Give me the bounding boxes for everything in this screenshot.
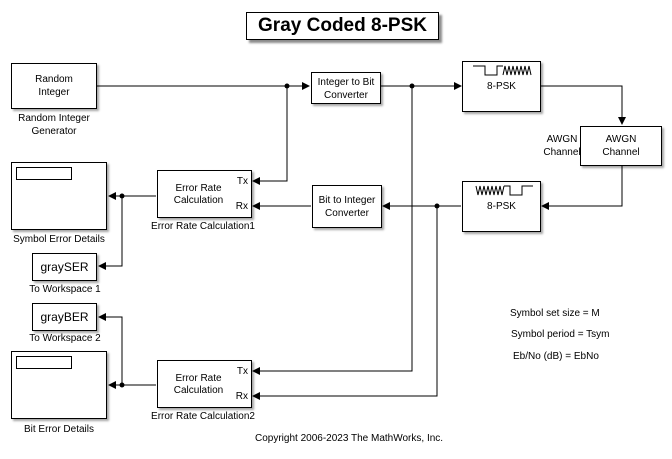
block-text-line: Random <box>35 74 73 85</box>
awgn-label: AWGN Channel <box>534 133 590 159</box>
branch-point <box>284 83 290 89</box>
to-workspace-1-block[interactable]: graySER <box>32 253 97 281</box>
branch-point <box>409 83 415 89</box>
block-text: 8-PSK <box>487 81 516 92</box>
integer-to-bit-converter-block[interactable]: Integer to Bit Converter <box>311 72 381 104</box>
label-line: Generator <box>31 126 77 137</box>
awgn-channel-block[interactable]: AWGN Channel <box>580 126 662 166</box>
block-text-line: Calculation <box>173 385 224 396</box>
random-integer-block[interactable]: Random Integer <box>11 63 97 109</box>
block-text-line: Channel <box>602 147 640 158</box>
branch-point <box>434 203 440 209</box>
to-workspace-2-block[interactable]: grayBER <box>32 303 97 331</box>
bit-error-details-label: Bit Error Details <box>23 424 94 435</box>
error-rate-calculation-2-block[interactable]: Error Rate Calculation Tx Rx <box>157 360 252 408</box>
symbol-error-details-label: Symbol Error Details <box>13 234 105 245</box>
diagram-title: Gray Coded 8-PSK <box>246 12 439 40</box>
branch-point <box>119 382 125 388</box>
block-text-line: Calculation <box>173 195 224 206</box>
label-line: Channel <box>543 147 581 158</box>
psk-modulator-block[interactable]: 8-PSK <box>462 61 541 112</box>
display-readout <box>16 356 72 369</box>
note-ebno: Eb/No (dB) = EbNo <box>513 351 599 362</box>
block-text-line: Integer to Bit <box>317 77 375 88</box>
block-text-line: Integer <box>38 87 70 98</box>
demodulator-waveform-icon <box>475 185 533 196</box>
bit-to-integer-converter-block[interactable]: Bit to Integer Converter <box>312 185 382 228</box>
block-text-line: Converter <box>324 90 368 101</box>
note-symbol-period: Symbol period = Tsym <box>511 329 610 340</box>
block-text-line: Converter <box>325 208 369 219</box>
variable-name: graySER <box>40 260 89 274</box>
line-branch-to-err2-rx <box>252 206 438 400</box>
rx-port-label: Rx <box>235 201 248 212</box>
tx-port-label: Tx <box>236 366 248 377</box>
label-line: AWGN <box>546 134 578 145</box>
line-awgn-to-demod <box>541 166 623 210</box>
label-line: Random Integer <box>18 113 90 124</box>
rx-port-label: Rx <box>235 391 248 402</box>
to-workspace-2-label: To Workspace 2 <box>29 333 101 344</box>
display-readout <box>16 167 72 180</box>
block-text: 8-PSK <box>487 201 516 212</box>
to-workspace-1-label: To Workspace 1 <box>29 284 101 295</box>
branch-point <box>119 193 125 199</box>
modulator-waveform-icon <box>473 65 532 76</box>
bit-error-details-display[interactable] <box>11 351 107 419</box>
line-err1-to-ws1 <box>98 196 123 270</box>
symbol-error-details-display[interactable] <box>11 162 107 230</box>
random-integer-label: Random Integer Generator <box>4 112 104 138</box>
block-text-line: Error Rate <box>175 183 222 194</box>
error-rate-calculation-2-label: Error Rate Calculation2 <box>151 411 255 422</box>
line-mod-to-awgn <box>541 85 626 125</box>
note-symbol-set-size: Symbol set size = M <box>510 308 600 319</box>
block-text-line: Error Rate <box>175 373 222 384</box>
tx-port-label: Tx <box>236 176 248 187</box>
variable-name: grayBER <box>40 310 89 324</box>
line-branch-to-err2-tx <box>252 86 413 375</box>
line-err2-to-ws2 <box>98 313 123 385</box>
psk-demodulator-block[interactable]: 8-PSK <box>462 181 541 232</box>
block-text-line: AWGN <box>605 134 637 145</box>
block-text-line: Bit to Integer <box>318 195 376 206</box>
error-rate-calculation-1-block[interactable]: Error Rate Calculation Tx Rx <box>157 170 252 218</box>
copyright-text: Copyright 2006-2023 The MathWorks, Inc. <box>255 433 444 444</box>
error-rate-calculation-1-label: Error Rate Calculation1 <box>151 221 255 232</box>
line-branch-to-err1-tx <box>252 86 288 185</box>
